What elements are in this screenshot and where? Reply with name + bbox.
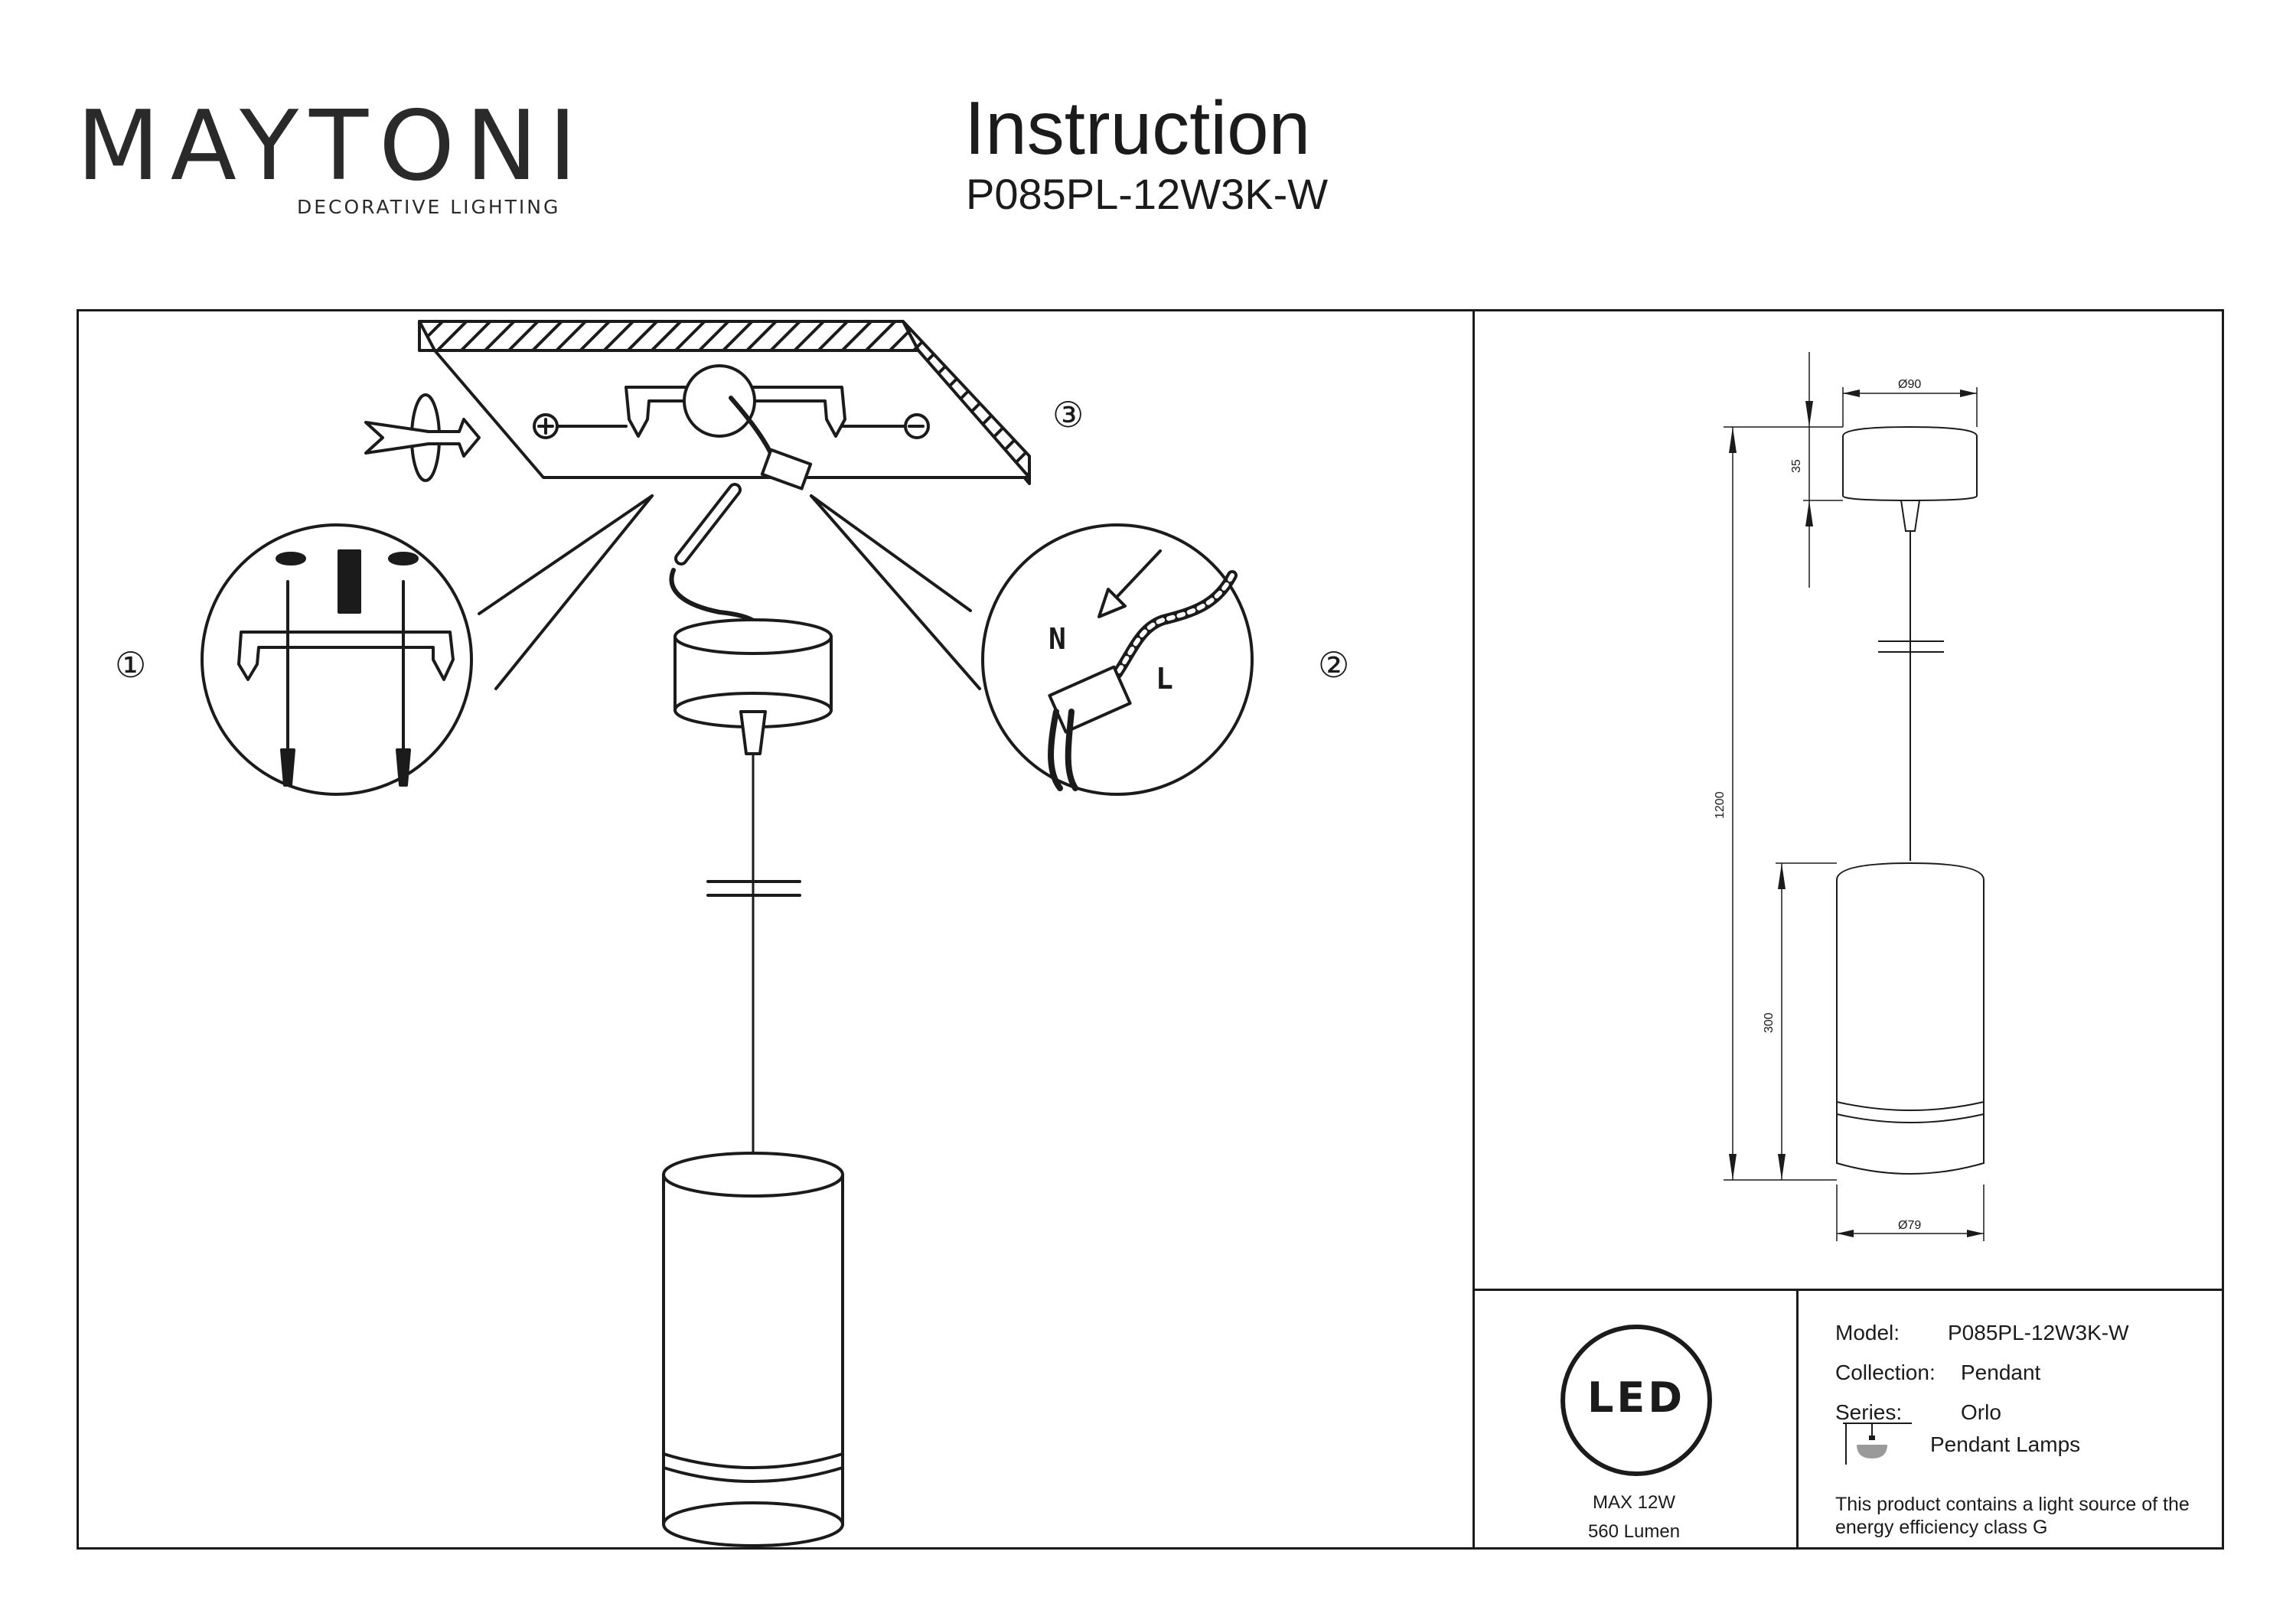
divider-horizontal-specs: [1473, 1289, 2224, 1291]
wire-label-neutral: N: [1049, 622, 1066, 656]
document-title: Instruction: [964, 86, 1311, 170]
energy-efficiency-note: This product contains a light source of …: [1835, 1494, 2190, 1538]
dim-total-height: 1200: [1714, 791, 1727, 819]
wall-plug-icon: [237, 549, 455, 787]
collection-label: Collection:: [1835, 1361, 1936, 1384]
divider-vertical-specs: [1796, 1289, 1799, 1550]
collection-value: Pendant: [1961, 1361, 2041, 1384]
brand-logo: MAYTONI: [77, 90, 588, 202]
pendant-lamp-icon: [1843, 1423, 1912, 1465]
series-value: Orlo: [1961, 1400, 2001, 1424]
assembly-drawing: ① ② ③ N L: [115, 320, 1349, 1547]
instruction-frame: [77, 309, 2224, 1550]
lamp-shade: [662, 1152, 844, 1547]
model-value: P085PL-12W3K-W: [1948, 1321, 2129, 1344]
model-label: Model:: [1835, 1321, 1900, 1344]
led-badge-text: LED: [1587, 1374, 1686, 1422]
divider-vertical-main: [1473, 309, 1475, 1550]
dimension-drawing: Ø90 35 1200 300 Ø79: [1714, 352, 1985, 1241]
screw-icon: [533, 413, 628, 439]
wire-arrow-icon: [1097, 549, 1162, 618]
screw-icon: [840, 413, 930, 439]
mounting-bracket: [625, 386, 846, 438]
rotate-arrow-icon: [364, 393, 481, 482]
dim-shade-height: 300: [1763, 1012, 1776, 1033]
lumen-rating: 560 Lumen: [1587, 1521, 1681, 1542]
brand-tagline: DECORATIVE LIGHTING: [297, 196, 561, 218]
series-label: Series:: [1835, 1400, 1903, 1424]
document-model-number: P085PL-12W3K-W: [966, 170, 1329, 218]
dim-canopy-diameter: Ø90: [1898, 378, 1921, 391]
power-rating: MAX 12W: [1592, 1492, 1676, 1513]
step-number: ②: [1318, 644, 1349, 686]
dim-shade-diameter: Ø79: [1898, 1219, 1921, 1232]
step-number: ①: [115, 644, 146, 686]
led-badge-icon: [1561, 1325, 1712, 1476]
canopy: [673, 618, 833, 755]
category-label: Pendant Lamps: [1930, 1432, 2081, 1456]
step-number: ③: [1052, 394, 1084, 435]
detail-circle-wiring: [981, 523, 1254, 796]
dim-canopy-height: 35: [1790, 459, 1803, 473]
wire-label-live: L: [1156, 662, 1173, 696]
